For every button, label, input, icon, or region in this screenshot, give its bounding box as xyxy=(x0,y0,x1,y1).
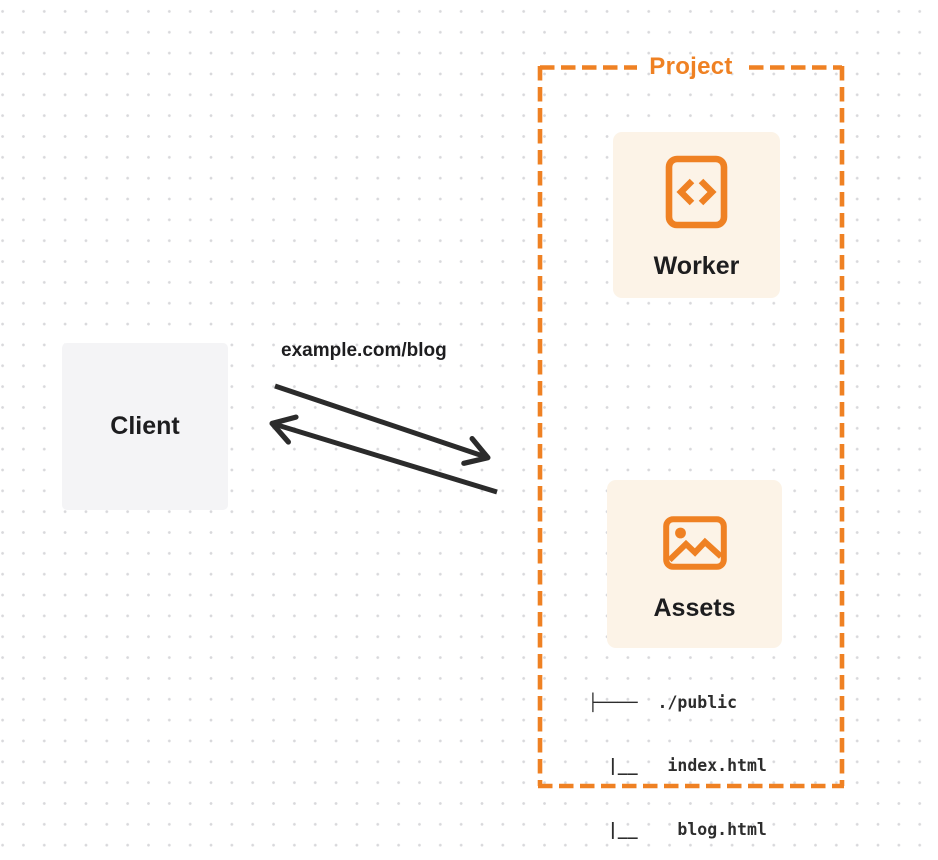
tree-line: |__ index.html xyxy=(588,756,767,776)
image-icon xyxy=(662,516,727,570)
client-node: Client xyxy=(62,343,228,510)
project-label: Project xyxy=(649,53,733,80)
worker-label: Worker xyxy=(653,252,740,280)
tree-line: |__ blog.html xyxy=(588,820,767,840)
response-arrow xyxy=(269,414,498,495)
worker-node: Worker xyxy=(613,132,780,298)
client-label: Client xyxy=(110,412,180,440)
assets-node: Assets xyxy=(607,480,782,648)
code-file-icon xyxy=(665,155,728,229)
request-url-label: example.com/blog xyxy=(281,340,447,361)
assets-file-tree: ├──── ./public |__ index.html |__ blog.h… xyxy=(588,649,767,860)
tree-line: ├──── ./public xyxy=(588,692,738,712)
request-arrow xyxy=(274,383,491,466)
assets-label: Assets xyxy=(653,594,736,622)
